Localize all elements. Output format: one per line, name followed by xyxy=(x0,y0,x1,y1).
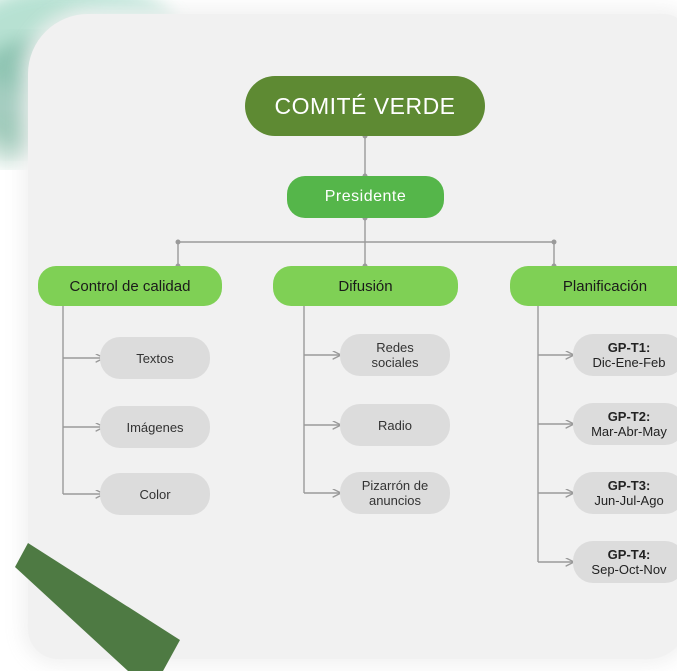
leaf-textos: Textos xyxy=(100,337,210,379)
gp-t2-code: GP-T2: xyxy=(607,409,651,424)
leaf-radio-label: Radio xyxy=(378,417,412,433)
leaf-radio: Radio xyxy=(340,404,450,446)
leaf-redes-sociales-label: Redes sociales xyxy=(371,340,419,370)
gp-t4-code: GP-T4: xyxy=(607,547,651,562)
category-control-de-calidad: Control de calidad xyxy=(38,266,222,306)
category-difusion: Difusión xyxy=(273,266,458,306)
gp-t4-months: Sep-Oct-Nov xyxy=(591,562,667,577)
leaf-imagenes: Imágenes xyxy=(100,406,210,448)
leaf-color: Color xyxy=(100,473,210,515)
gp-t2-months: Mar-Abr-May xyxy=(591,424,667,439)
leaf-imagenes-label: Imágenes xyxy=(126,419,184,435)
leaf-gp-t2: GP-T2: Mar-Abr-May xyxy=(573,403,677,445)
category-planificacion: Planificación xyxy=(510,266,677,306)
leaf-color-label: Color xyxy=(139,486,171,502)
leaf-gp-t3: GP-T3: Jun-Jul-Ago xyxy=(573,472,677,514)
leaf-pizarron-de-anuncios: Pizarrón de anuncios xyxy=(340,472,450,514)
leaf-pizarron-label: Pizarrón de anuncios xyxy=(361,478,429,508)
gp-t1-months: Dic-Ene-Feb xyxy=(592,355,666,370)
gp-t3-code: GP-T3: xyxy=(607,478,651,493)
root-node-comite-verde: COMITÉ VERDE xyxy=(245,76,485,136)
president-node: Presidente xyxy=(287,176,444,218)
leaf-gp-t1: GP-T1: Dic-Ene-Feb xyxy=(573,334,677,376)
gp-t3-months: Jun-Jul-Ago xyxy=(594,493,664,508)
gp-t1-code: GP-T1: xyxy=(607,340,651,355)
leaf-textos-label: Textos xyxy=(136,350,174,366)
leaf-redes-sociales: Redes sociales xyxy=(340,334,450,376)
leaf-gp-t4: GP-T4: Sep-Oct-Nov xyxy=(573,541,677,583)
